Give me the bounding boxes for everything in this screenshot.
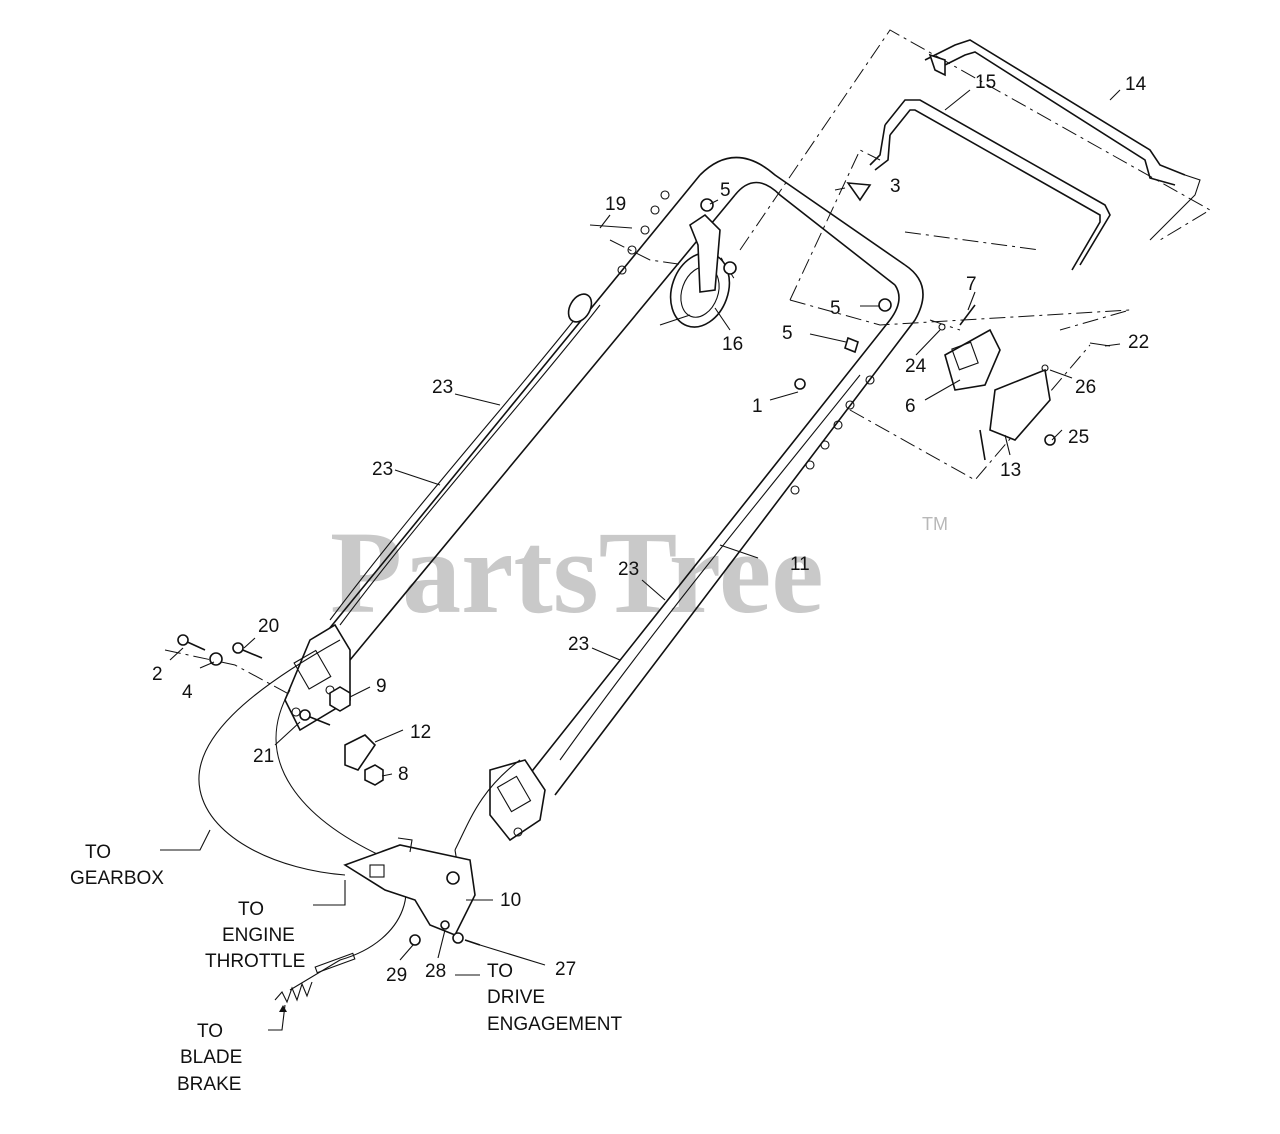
callout-4: 4 xyxy=(182,682,193,703)
part-3-plate xyxy=(846,182,872,202)
callout-26: 26 xyxy=(1075,377,1096,398)
engine-throttle-label-line-1: TO xyxy=(238,899,264,920)
gearbox-label-line-2: GEARBOX xyxy=(70,868,164,889)
callout-9: 9 xyxy=(376,676,387,697)
callout-29: 29 xyxy=(386,965,407,986)
callout-13: 13 xyxy=(1000,460,1021,481)
drive-engagement-label-line-1: TO xyxy=(487,961,513,982)
callout-22: 22 xyxy=(1128,332,1149,353)
callout-20: 20 xyxy=(258,616,279,637)
callout-21: 21 xyxy=(253,746,274,767)
callout-24: 24 xyxy=(905,356,927,377)
drive-engagement-label-line-3: ENGAGEMENT xyxy=(487,1014,623,1035)
callout-6: 6 xyxy=(905,396,916,417)
callout-leaders xyxy=(169,89,1121,966)
callout-5-top: 5 xyxy=(720,180,731,201)
destination-labels: TO GEARBOX TO ENGINE THROTTLE TO DRIVE E… xyxy=(70,842,623,1095)
gearbox-label-line-1: TO xyxy=(85,842,111,863)
callout-23-b: 23 xyxy=(372,459,393,480)
destination-leaders xyxy=(160,829,480,1031)
watermark-trademark: TM xyxy=(922,514,948,534)
blade-brake-spring xyxy=(274,952,356,1004)
callout-15: 15 xyxy=(975,72,996,93)
callout-10: 10 xyxy=(500,890,521,911)
part-16-throttle-control xyxy=(659,213,737,328)
left-hardware xyxy=(177,634,384,786)
upper-handle-bars xyxy=(869,39,1201,271)
callout-19: 19 xyxy=(605,194,626,215)
callout-14: 14 xyxy=(1125,74,1147,95)
callout-5-lower: 5 xyxy=(782,323,793,344)
parts-tree-watermark: PartsTree TM xyxy=(330,507,948,638)
engine-throttle-label-line-2: ENGINE xyxy=(222,925,295,946)
callout-12: 12 xyxy=(410,722,431,743)
callout-28: 28 xyxy=(425,961,446,982)
watermark-text: PartsTree xyxy=(330,507,824,638)
callout-3: 3 xyxy=(890,176,901,197)
frame-holes xyxy=(617,190,875,495)
blade-brake-label-line-2: BLADE xyxy=(180,1047,242,1068)
main-handle-frame xyxy=(284,156,924,842)
callout-23-a: 23 xyxy=(432,377,453,398)
callout-labels: 1 2 3 4 5 5 5 6 7 8 9 10 11 12 13 14 15 … xyxy=(152,72,1149,986)
part-10-lower-bracket xyxy=(343,837,481,946)
callout-1: 1 xyxy=(752,396,763,417)
callout-16: 16 xyxy=(722,334,743,355)
callout-7: 7 xyxy=(966,274,977,295)
callout-2: 2 xyxy=(152,664,163,685)
engine-throttle-label-line-3: THROTTLE xyxy=(205,951,305,972)
frame-hardware xyxy=(567,198,1111,390)
callout-5-middle: 5 xyxy=(830,298,841,319)
blade-brake-label-line-1: TO xyxy=(197,1021,223,1042)
callout-8: 8 xyxy=(398,764,409,785)
blade-brake-label-line-3: BRAKE xyxy=(177,1074,241,1095)
callout-27: 27 xyxy=(555,959,576,980)
drive-engagement-label-line-2: DRIVE xyxy=(487,987,545,1008)
callout-25: 25 xyxy=(1068,427,1089,448)
callout-11: 11 xyxy=(790,554,810,575)
callout-23-d: 23 xyxy=(568,634,589,655)
callout-23-c: 23 xyxy=(618,559,639,580)
